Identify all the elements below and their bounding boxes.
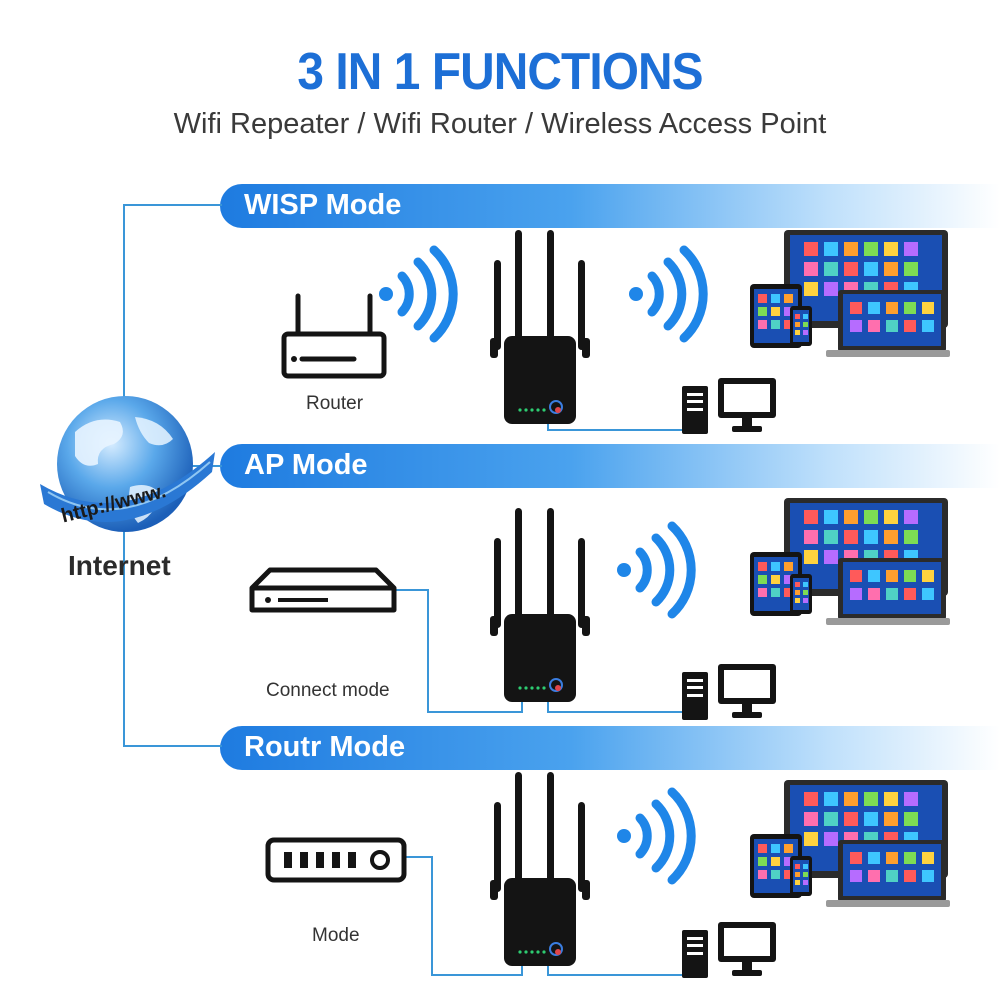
desktop-pc-icon bbox=[682, 922, 776, 978]
devices-icon bbox=[750, 498, 950, 625]
wifi-signal-icon bbox=[617, 787, 696, 885]
wifi-signal-icon bbox=[379, 245, 458, 343]
banner-router-mode bbox=[220, 726, 1000, 770]
devices-icon bbox=[750, 230, 950, 357]
modem-icon bbox=[249, 567, 397, 613]
device-caption-router: Router bbox=[306, 393, 364, 414]
wire-ap-modem-extender bbox=[392, 589, 523, 713]
banner-wisp-mode bbox=[220, 184, 1000, 228]
wifi-signal-icon bbox=[629, 245, 708, 343]
devices-icon bbox=[750, 780, 950, 907]
extender-icon bbox=[490, 772, 590, 966]
desktop-pc-icon bbox=[682, 664, 776, 720]
page-subtitle: Wifi Repeater / Wifi Router / Wireless A… bbox=[173, 108, 827, 140]
extender-icon bbox=[490, 230, 590, 424]
mode-label-ap: AP Mode bbox=[244, 449, 368, 481]
mode-label-wisp: WISP Mode bbox=[244, 189, 402, 221]
banner-ap-mode bbox=[220, 444, 1000, 488]
router-icon bbox=[281, 293, 387, 379]
internet-label: Internet bbox=[68, 550, 171, 581]
device-caption-connect-mode: Connect mode bbox=[266, 680, 390, 701]
globe-icon: http://www. bbox=[40, 396, 215, 532]
wire-router-modem-extender bbox=[404, 856, 523, 976]
device-caption-mode: Mode bbox=[312, 925, 360, 946]
wifi-signal-icon bbox=[617, 521, 696, 619]
mode-label-router: Routr Mode bbox=[244, 731, 406, 763]
extender-icon bbox=[490, 508, 590, 702]
desktop-pc-icon bbox=[682, 378, 776, 434]
modem-box-icon bbox=[265, 837, 407, 883]
page-title: 3 IN 1 FUNCTIONS bbox=[297, 43, 703, 101]
